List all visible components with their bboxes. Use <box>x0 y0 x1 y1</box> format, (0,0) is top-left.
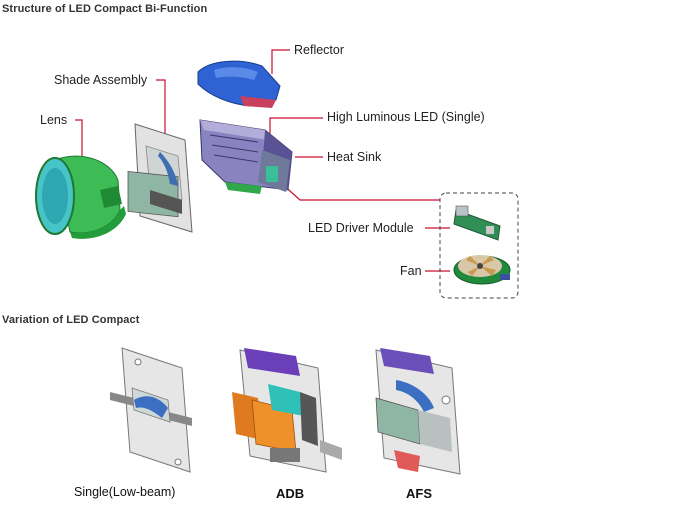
adb-caption: ADB <box>276 486 305 501</box>
adb-image <box>232 348 342 473</box>
single-lowbeam-caption: Single(Low-beam) <box>74 485 176 499</box>
high-luminous-led-leader <box>269 117 323 138</box>
single-lowbeam-image <box>110 347 192 473</box>
shade-assembly-part <box>127 123 193 233</box>
variation-section-title: Variation of LED Compact <box>2 314 140 326</box>
reflector-part <box>197 60 281 108</box>
led-driver-module-part <box>453 205 501 241</box>
shade-assembly-label: Shade Assembly <box>54 73 148 87</box>
reflector-leader <box>271 49 290 74</box>
driver-module-group-leader <box>279 181 440 201</box>
heat-sink-label: Heat Sink <box>327 150 382 164</box>
fan-label: Fan <box>400 264 422 278</box>
lens-part <box>35 155 126 239</box>
driver-fan-group-box <box>439 192 519 299</box>
lens-leader <box>75 119 83 164</box>
high-luminous-led-label: High Luminous LED (Single) <box>327 110 485 124</box>
reflector-label: Reflector <box>294 43 345 57</box>
heat-sink-part <box>199 119 293 194</box>
structure-section-title: Structure of LED Compact Bi-Function <box>2 3 208 15</box>
afs-caption: AFS <box>406 486 432 501</box>
lens-label: Lens <box>40 113 68 127</box>
fan-part <box>453 255 511 285</box>
afs-image <box>375 348 461 475</box>
led-driver-module-label: LED Driver Module <box>308 221 414 235</box>
shade-assembly-leader <box>156 79 166 136</box>
